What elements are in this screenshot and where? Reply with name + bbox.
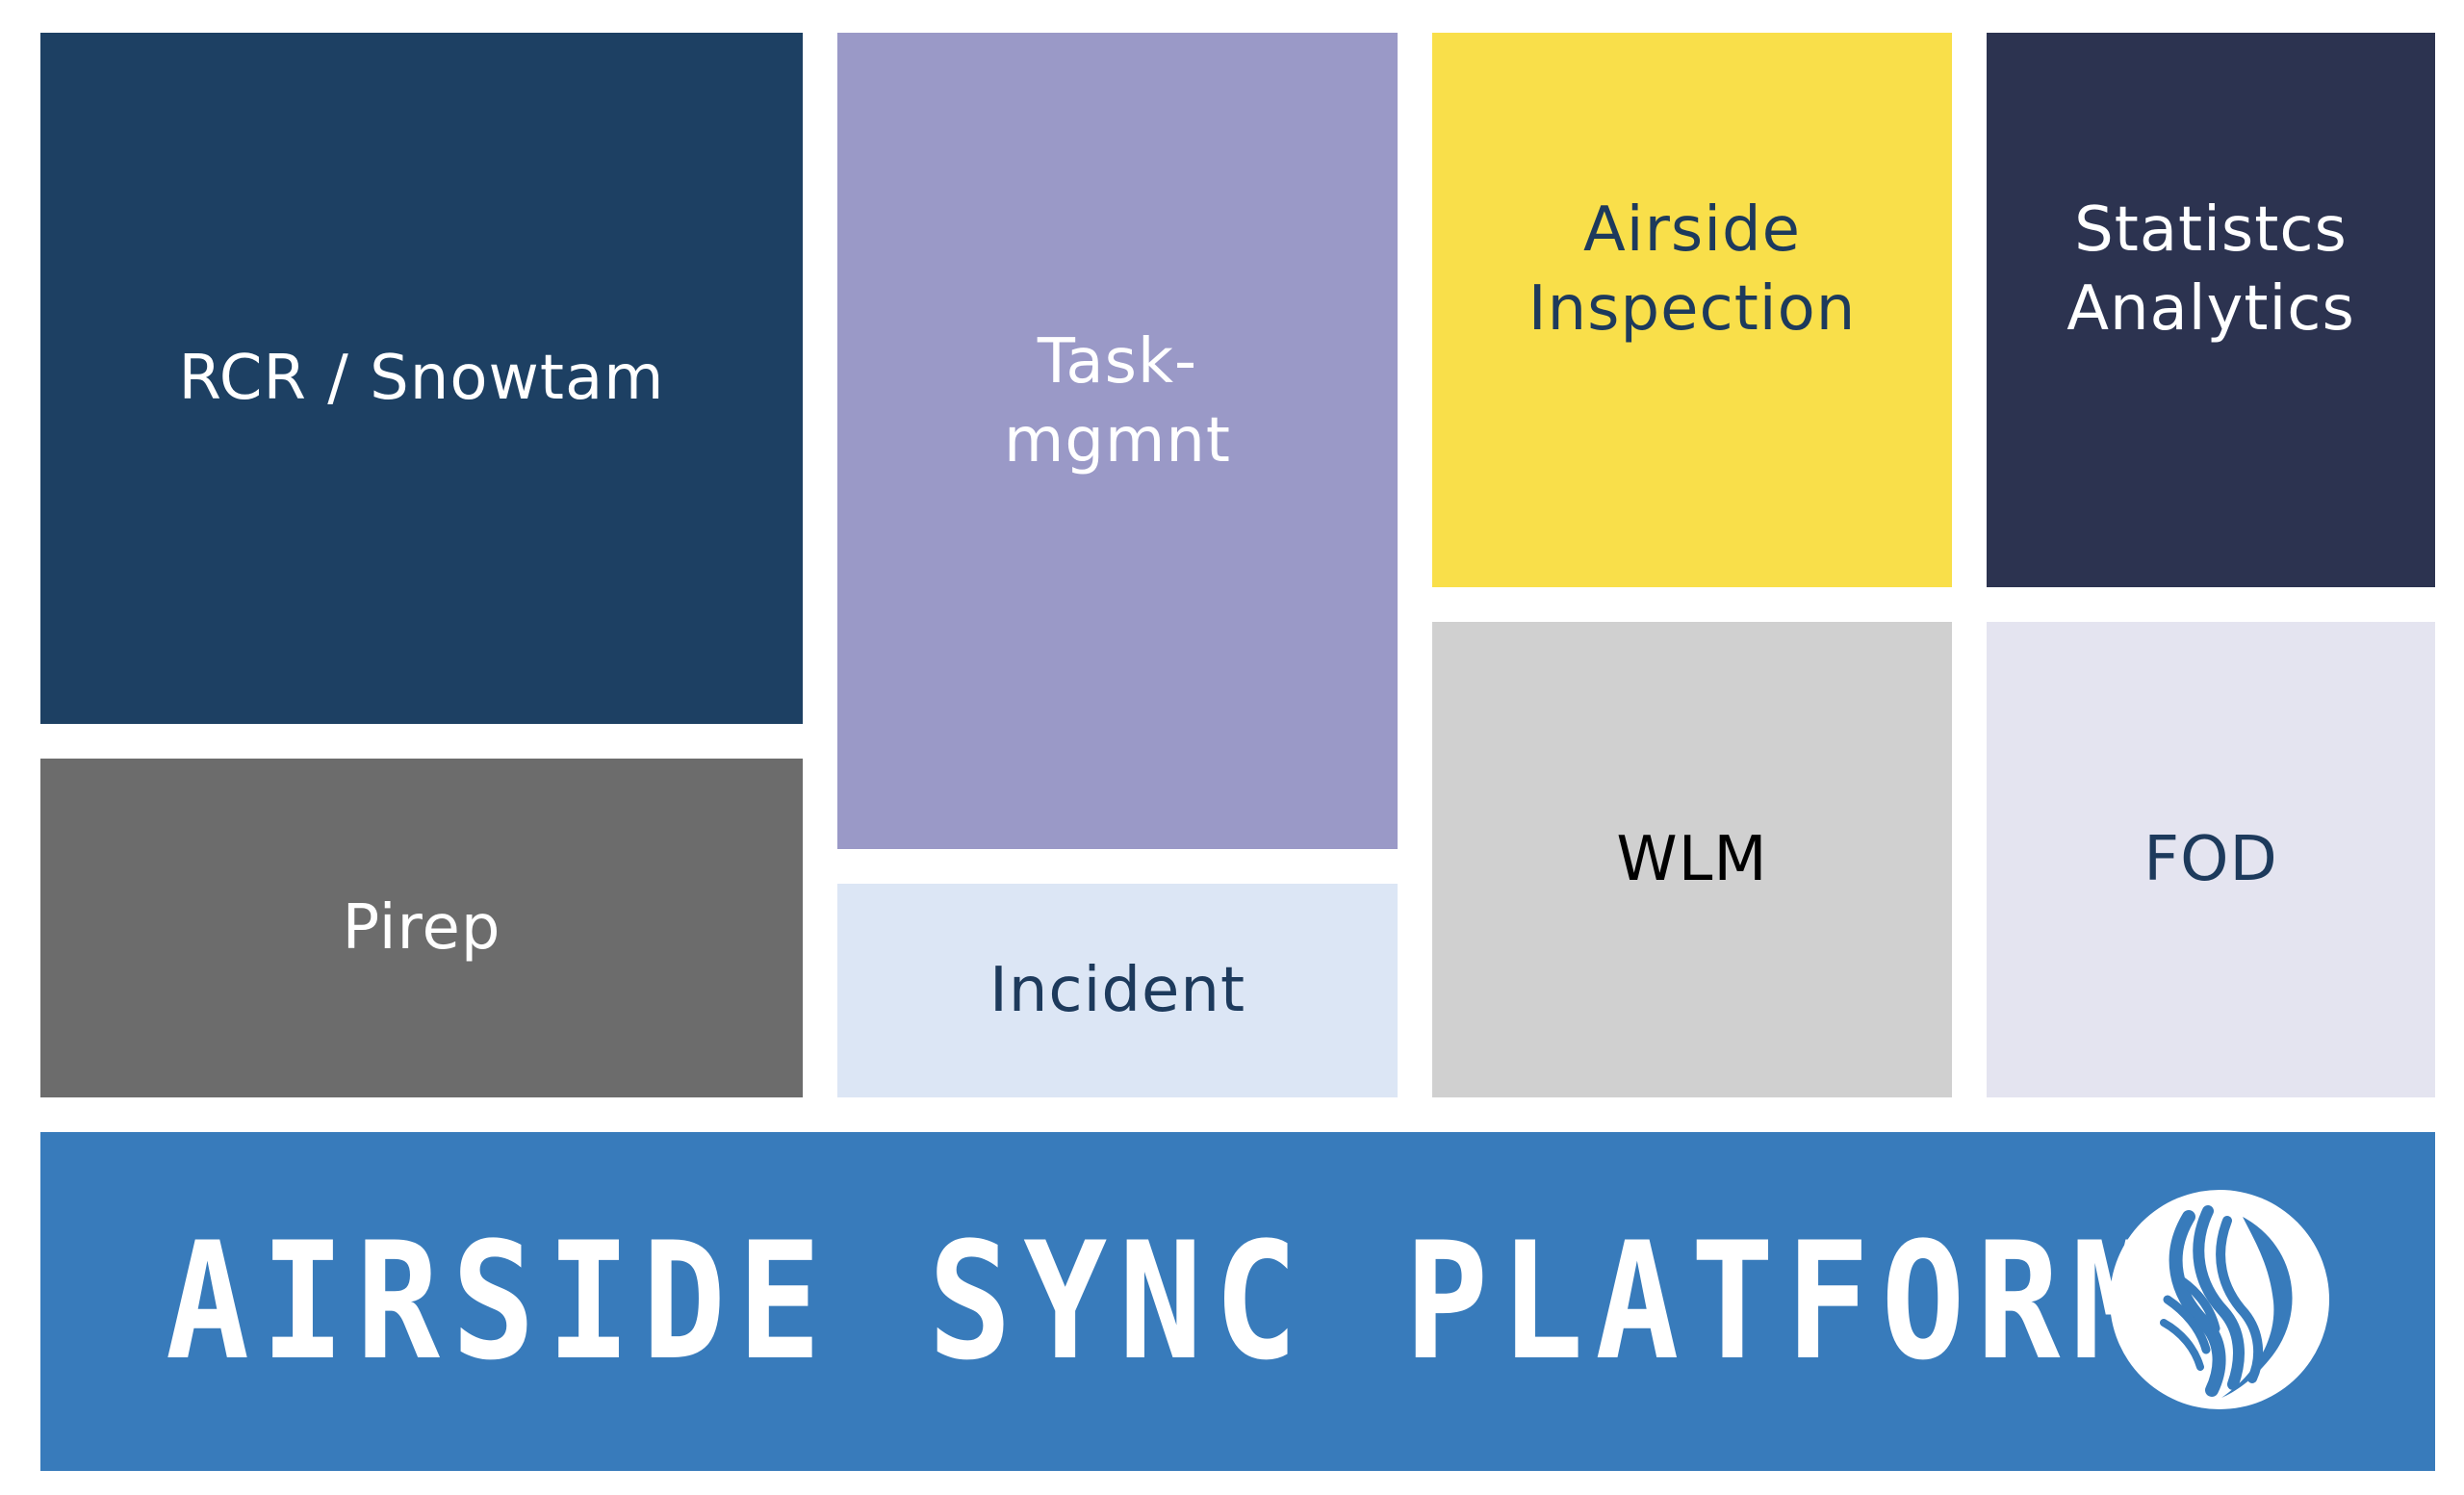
wlm-label: WLM [1616,824,1768,895]
fod-tile[interactable]: FOD [1987,622,2435,1097]
wlm-tile[interactable]: WLM [1432,622,1952,1097]
fod-label: FOD [2143,824,2278,895]
incident-label: Incident [988,955,1246,1026]
rcr-snowtam-tile[interactable]: RCR / Snowtam [40,33,803,724]
task-mgmnt-label: Task- mgmnt [1004,325,1231,477]
statistics-analytics-tile[interactable]: Statistcs Analytics [1987,33,2435,587]
rcr-snowtam-label: RCR / Snowtam [178,343,665,414]
pirep-label: Pirep [342,892,501,964]
task-mgmnt-tile[interactable]: Task- mgmnt [837,33,1398,849]
pirep-tile[interactable]: Pirep [40,759,803,1097]
flame-wave-logo-icon [2110,1190,2329,1409]
airside-inspection-tile[interactable]: Airside Inspection [1432,33,1952,587]
platform-title: AIRSIDE SYNC PLATFORM [166,1207,2168,1396]
incident-tile[interactable]: Incident [837,884,1398,1097]
platform-banner: AIRSIDE SYNC PLATFORM [40,1132,2435,1471]
statistics-analytics-label: Statistcs Analytics [2066,193,2355,345]
airside-inspection-label: Airside Inspection [1527,193,1857,345]
